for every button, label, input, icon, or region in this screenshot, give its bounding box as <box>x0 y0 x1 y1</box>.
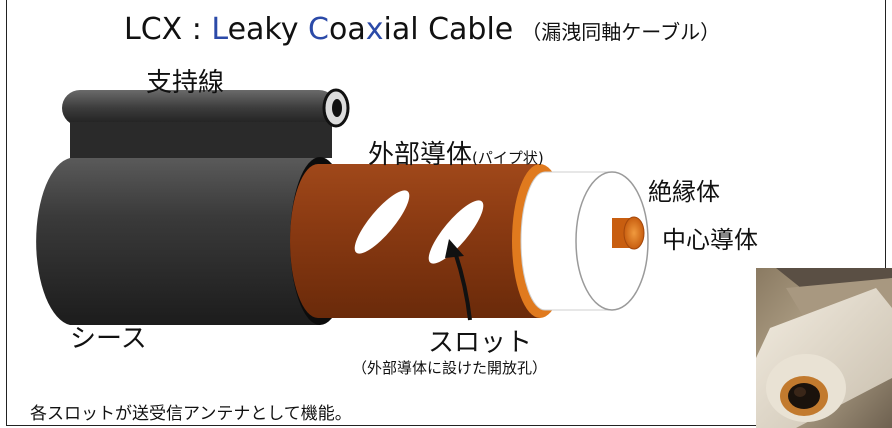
slot-hole-1 <box>354 190 410 254</box>
function-note: 各スロットが送受信アンテナとして機能。 <box>30 404 352 424</box>
label-slot: スロット <box>428 328 533 358</box>
label-slot-note: （外部導体に設けた開放孔） <box>352 359 548 377</box>
label-insulator: 絶縁体 <box>648 178 720 206</box>
label-outer-conductor-text: 外部導体 <box>368 140 473 170</box>
title-oa: oa <box>328 12 366 47</box>
slot-hole-2 <box>428 200 484 264</box>
diagram-title: LCX : Leaky Coaxial Cable （漏洩同軸ケーブル） <box>124 12 720 47</box>
title-ial-cable: ial Cable <box>383 12 514 47</box>
cable-photo-drawing <box>756 268 892 428</box>
title-eaky: eaky <box>227 12 309 47</box>
title-prefix: LCX : <box>124 12 212 47</box>
title-letter-l: L <box>211 12 228 47</box>
label-outer-conductor-note: (パイプ状) <box>472 149 544 167</box>
label-support-wire: 支持線 <box>146 68 225 98</box>
title-letter-c: C <box>308 12 329 47</box>
center-conductor <box>612 216 645 250</box>
cable-photo <box>756 268 892 428</box>
label-outer-conductor: 外部導体(パイプ状) <box>368 134 544 171</box>
title-japanese: （漏洩同軸ケーブル） <box>521 20 721 44</box>
label-sheath: シース <box>70 324 147 354</box>
title-letter-x: x <box>365 12 384 47</box>
support-wire <box>62 88 350 158</box>
label-center-conductor: 中心導体 <box>662 226 758 254</box>
slot-pointer-arrow <box>445 239 472 321</box>
